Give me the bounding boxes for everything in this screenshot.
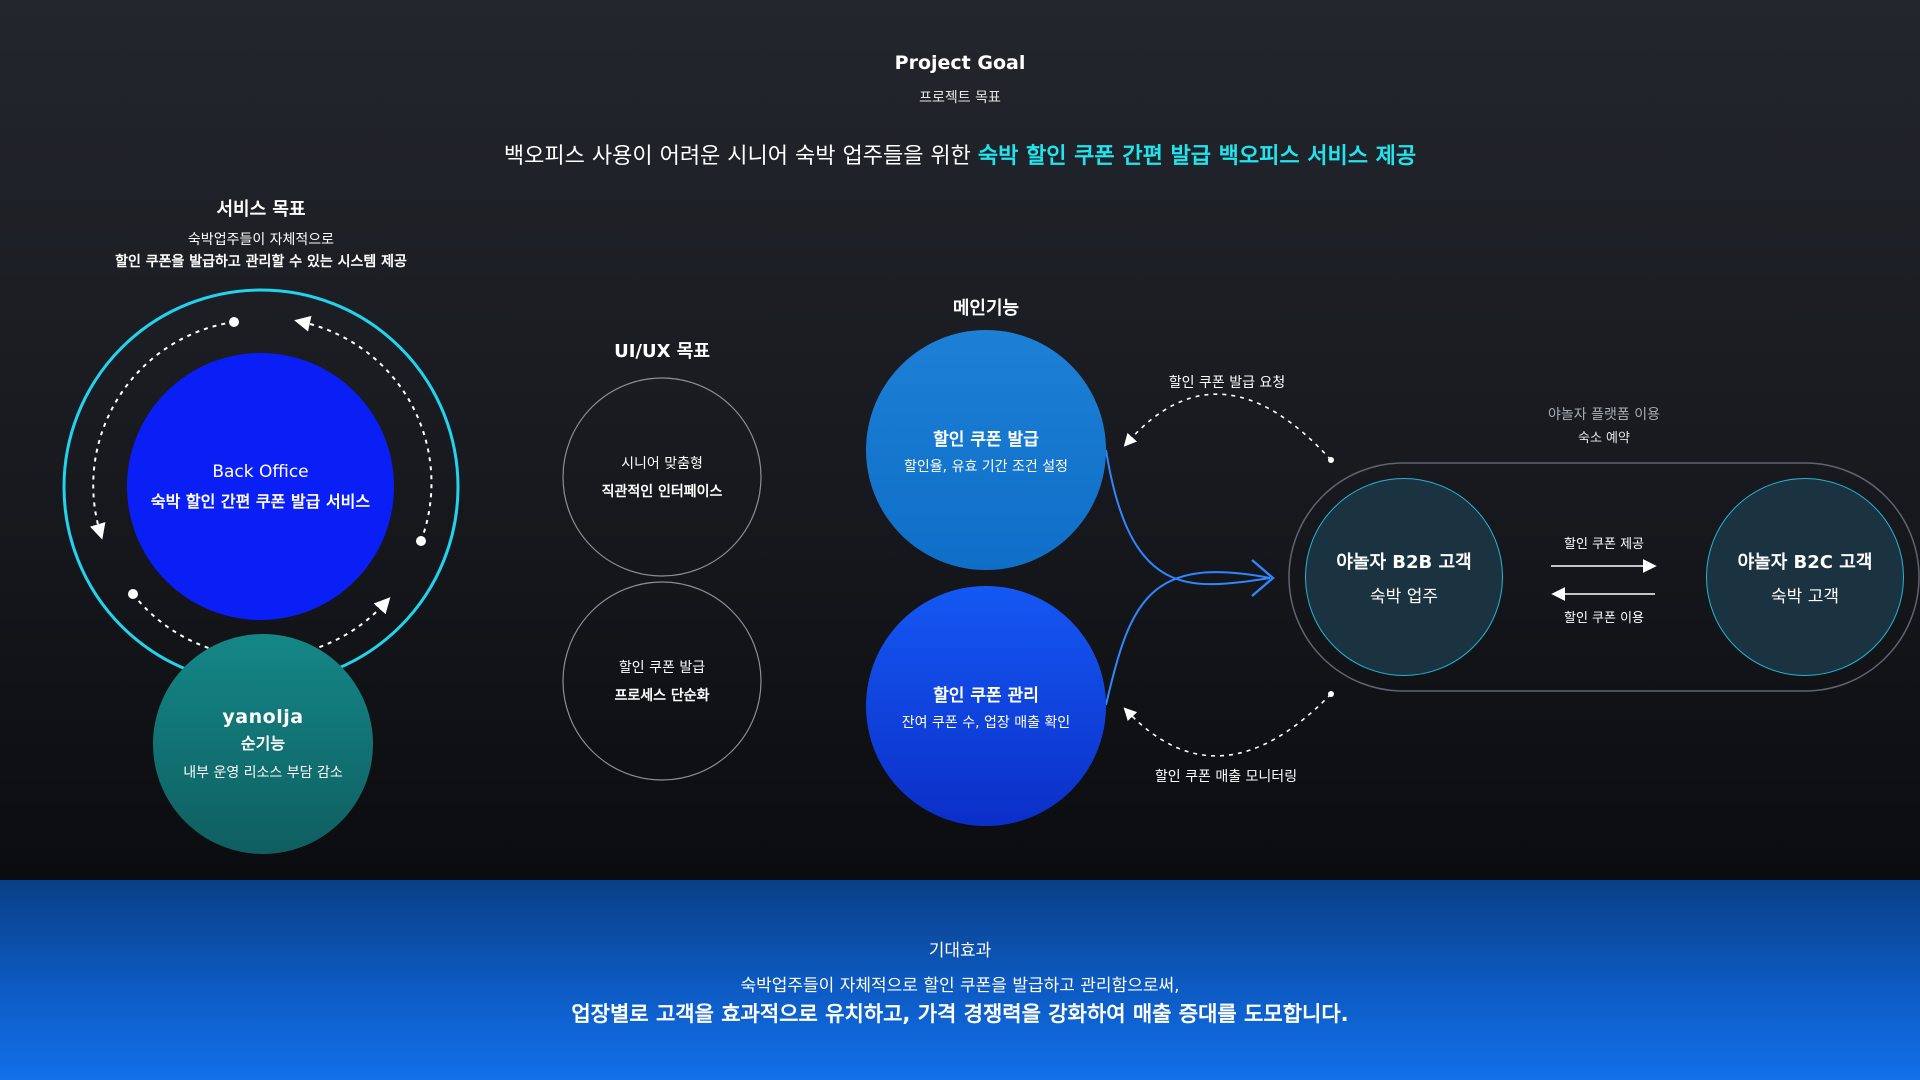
feature-manage-circle: 할인 쿠폰 관리 잔여 쿠폰 수, 업장 매출 확인	[866, 586, 1106, 826]
platform-line1: 야놀자 플랫폼 이용	[1548, 407, 1660, 423]
monitor-arc	[1123, 693, 1332, 757]
expected-effect-title: 기대효과	[928, 941, 992, 961]
platform-line2: 숙소 예약	[1578, 431, 1630, 446]
b2c-customer-circle: 야놀자 B2C 고객 숙박 고객	[1706, 478, 1904, 676]
service-goal-title: 서비스 목표	[216, 199, 306, 220]
uiux-circle-1-outline	[562, 377, 762, 577]
main-features-title: 메인기능	[952, 298, 1020, 319]
uiux-circle-1: 시니어 맞춤형 직관적인 인터페이스	[563, 378, 761, 576]
monitor-arc-dot	[1328, 691, 1334, 697]
uiux-circle-2-line1: 할인 쿠폰 발급	[618, 660, 706, 676]
expected-effect-line1: 숙박업주들이 자체적으로 할인 쿠폰을 발급하고 관리함으로써,	[740, 976, 1180, 996]
project-tagline: 백오피스 사용이 어려운 시니어 숙박 업주들을 위한 숙박 할인 쿠폰 간편 …	[504, 138, 1416, 170]
feature-manage-desc: 잔여 쿠폰 수, 업장 매출 확인	[901, 714, 1071, 731]
b2b-line1: 야놀자 B2B 고객	[1336, 551, 1472, 573]
cycle-dot-top	[229, 317, 239, 327]
yanolja-benefit-circle: yanolja 순기능 내부 운영 리소스 부담 감소	[153, 634, 373, 854]
service-goal-line1: 숙박업주들이 자체적으로	[187, 232, 335, 248]
customer-pill	[1288, 462, 1920, 692]
service-goal-line2: 할인 쿠폰을 발급하고 관리할 수 있는 시스템 제공	[115, 254, 407, 270]
expected-effect-banner: 기대효과 숙박업주들이 자체적으로 할인 쿠폰을 발급하고 관리함으로써, 업장…	[0, 880, 1920, 1080]
connector-arrowhead	[1251, 559, 1275, 597]
uiux-circle-2-outline	[562, 581, 762, 781]
provide-label: 할인 쿠폰 제공	[1563, 537, 1645, 552]
feature2-connector	[1105, 571, 1271, 706]
monitor-label: 할인 쿠폰 매출 모니터링	[1154, 769, 1298, 785]
feature-issue-desc: 할인율, 유효 기간 조건 설정	[904, 458, 1068, 475]
yanolja-benefit-line1: 순기능	[240, 734, 286, 753]
b2c-line2: 숙박 고객	[1771, 586, 1839, 607]
diagram-graphics	[62, 288, 1920, 781]
uiux-goal-title: UI/UX 목표	[614, 341, 710, 362]
use-label: 할인 쿠폰 이용	[1563, 611, 1645, 626]
feature-issue-circle: 할인 쿠폰 발급 할인율, 유효 기간 조건 설정	[866, 330, 1106, 570]
yanolja-logo: yanolja	[222, 706, 304, 728]
project-goal-title: Project Goal	[894, 52, 1026, 74]
core-line2: 숙박 할인 간편 쿠폰 발급 서비스	[150, 491, 371, 511]
request-label: 할인 쿠폰 발급 요청	[1168, 375, 1286, 391]
cycle-dot-right	[416, 536, 426, 546]
feature1-connector	[1105, 449, 1271, 586]
expected-effect-line2: 업장별로 고객을 효과적으로 유치하고, 가격 경쟁력을 강화하여 매출 증대를…	[571, 1002, 1349, 1026]
cycle-dot-bottom	[128, 589, 138, 599]
yanolja-benefit-line2: 내부 운영 리소스 부담 감소	[183, 765, 343, 781]
tagline-plain: 백오피스 사용이 어려운 시니어 숙박 업주들을 위한	[503, 144, 978, 169]
back-office-core-circle: Back Office 숙박 할인 간편 쿠폰 발급 서비스	[127, 353, 394, 620]
feature-issue-title: 할인 쿠폰 발급	[933, 429, 1039, 450]
uiux-circle-1-line1: 시니어 맞춤형	[621, 456, 703, 472]
request-arc	[1123, 393, 1332, 461]
project-goal-subtitle: 프로젝트 목표	[919, 90, 1001, 106]
uiux-circle-1-line2: 직관적인 인터페이스	[601, 484, 723, 500]
feature-manage-title: 할인 쿠폰 관리	[933, 685, 1039, 706]
cycle-arrow-bottom	[132, 593, 391, 659]
request-arc-dot	[1328, 457, 1334, 463]
core-line1: Back Office	[212, 461, 309, 482]
tagline-highlight: 숙박 할인 쿠폰 간편 발급 백오피스 서비스 제공	[977, 144, 1417, 169]
uiux-circle-2: 할인 쿠폰 발급 프로세스 단순화	[563, 582, 761, 780]
b2b-line2: 숙박 업주	[1370, 586, 1438, 607]
b2b-customer-circle: 야놀자 B2B 고객 숙박 업주	[1305, 478, 1503, 676]
b2c-line1: 야놀자 B2C 고객	[1737, 551, 1873, 573]
uiux-circle-2-line2: 프로세스 단순화	[614, 688, 710, 704]
